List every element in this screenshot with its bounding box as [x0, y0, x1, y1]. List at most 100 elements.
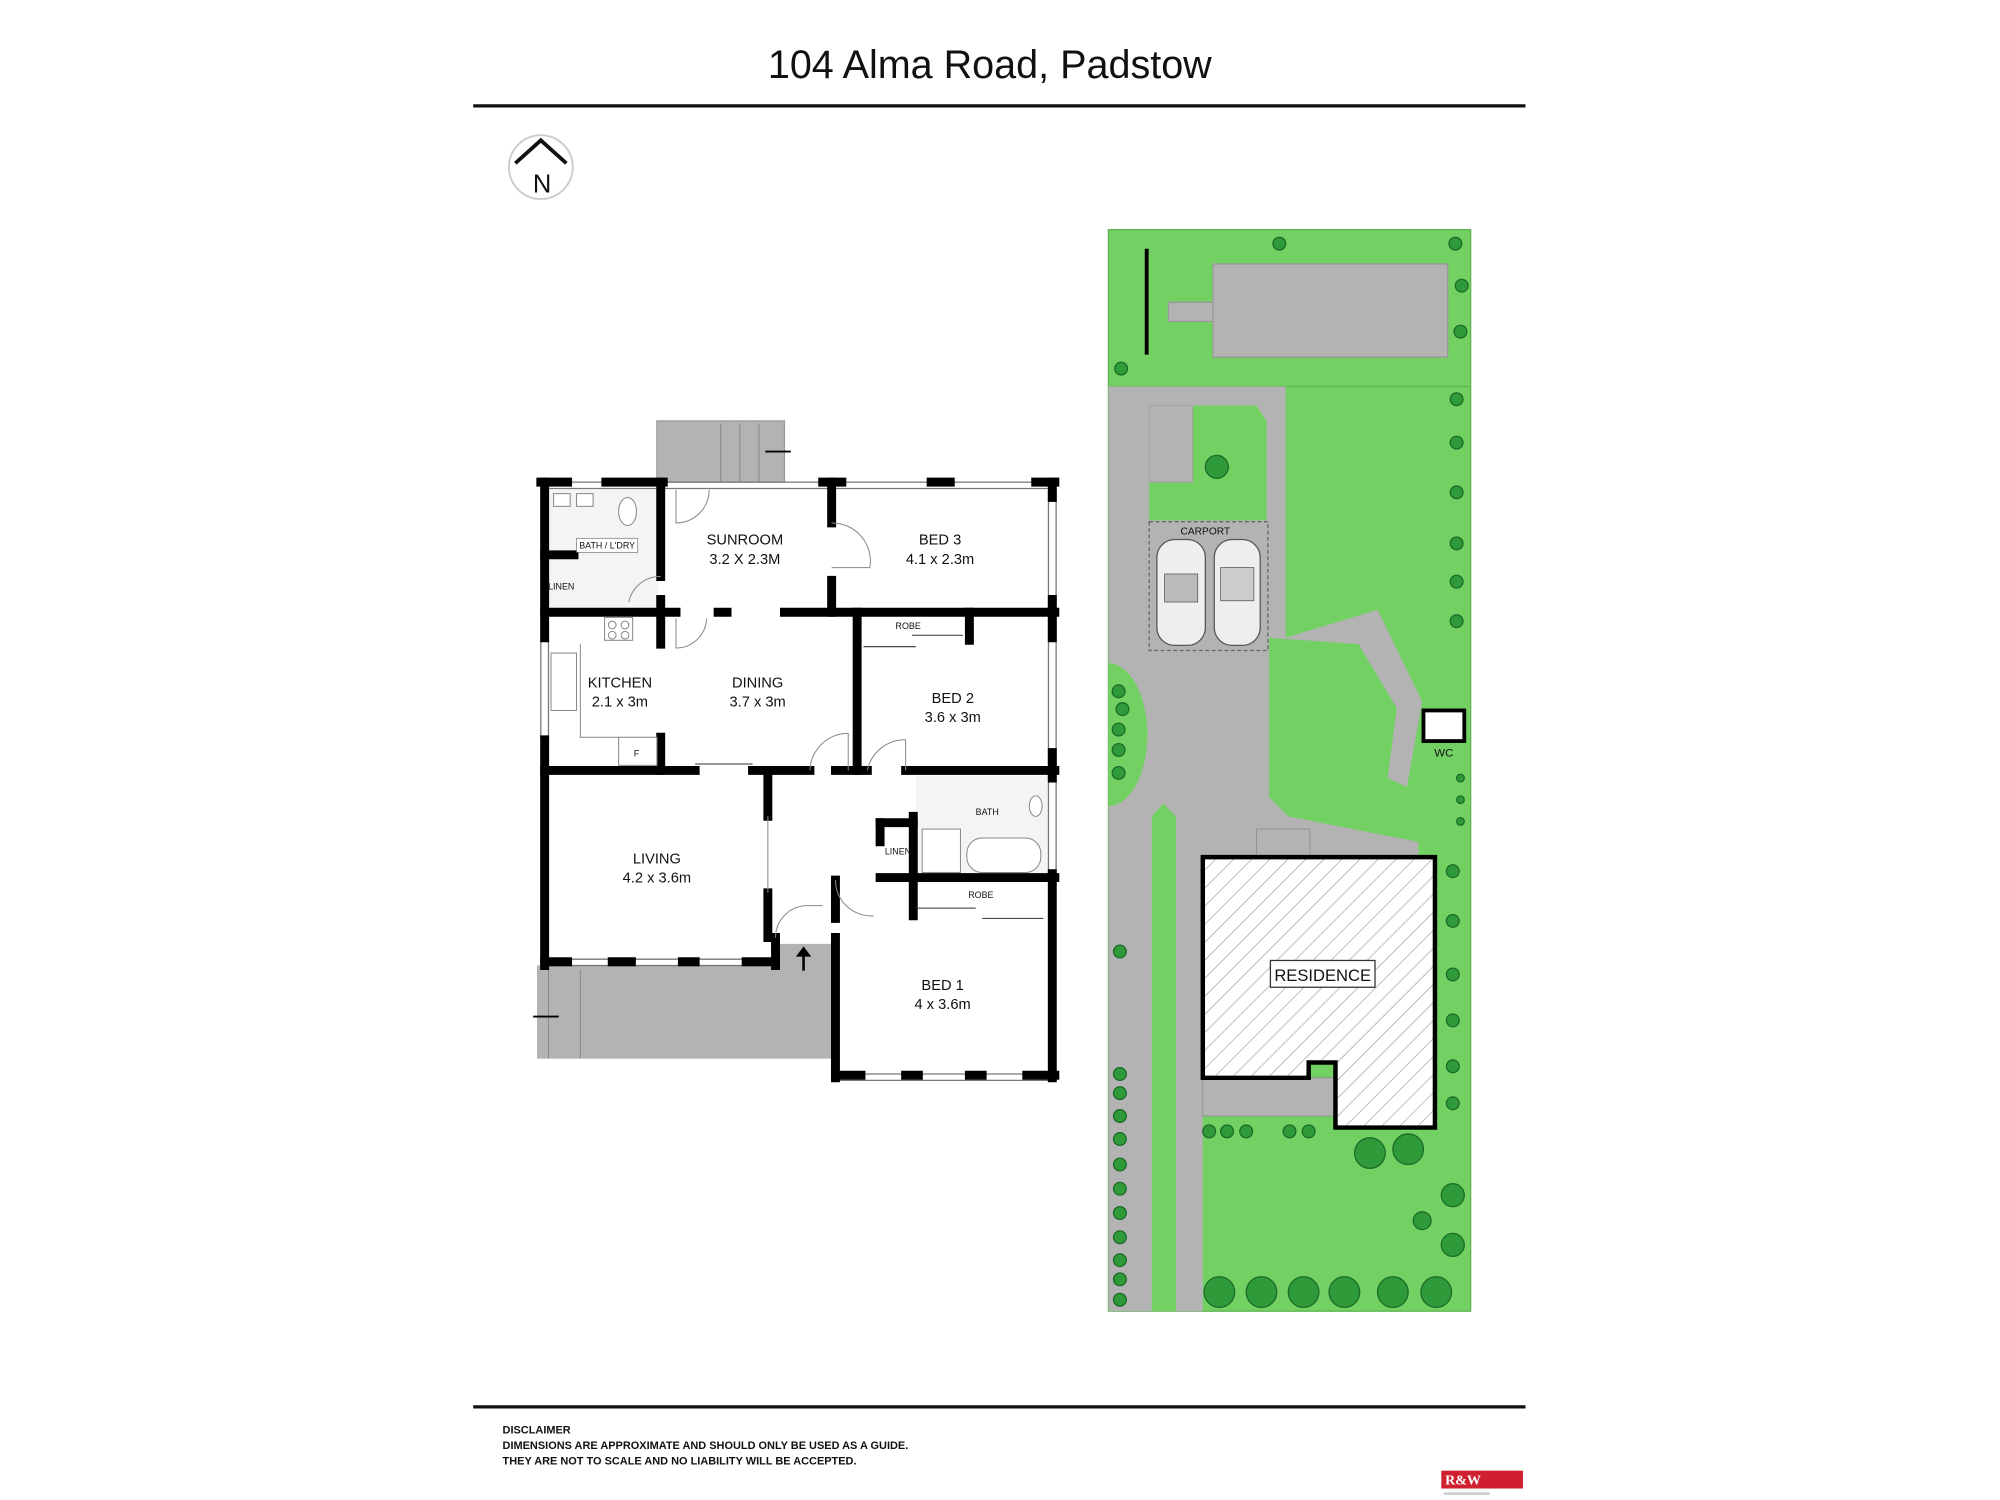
tree-icon — [1204, 454, 1229, 479]
house-floor-plan: SUNROOM 3.2 X 2.3M BED 3 4.1 x 2.3m BATH… — [533, 420, 1060, 1083]
tree-icon — [1445, 864, 1460, 879]
room-name-living: LIVING — [633, 852, 681, 868]
robe-doors — [695, 634, 1044, 919]
tree-icon — [1301, 1124, 1316, 1139]
tree-icon — [1111, 742, 1126, 758]
tree-icon — [1455, 816, 1465, 826]
tree-icon — [1448, 236, 1463, 251]
tree-icon — [1115, 702, 1130, 717]
tree-icon — [1111, 765, 1126, 780]
entry-arrow-icon — [795, 946, 812, 971]
tree-icon — [1220, 1124, 1235, 1139]
front-porch — [536, 943, 832, 1059]
disclaimer-heading: DISCLAIMER — [503, 1425, 571, 1437]
walls — [536, 477, 1060, 1083]
room-size-living: 4.2 x 3.6m — [623, 871, 691, 887]
car-icon — [1156, 538, 1206, 647]
tree-icon — [1455, 795, 1465, 805]
tree-icon — [1455, 773, 1465, 783]
agency-logo: R&W — [1441, 1470, 1523, 1495]
disclaimer-line-1: DIMENSIONS ARE APPROXIMATE AND SHOULD ON… — [503, 1440, 909, 1452]
wc-building — [1421, 708, 1467, 743]
tree-icon — [1353, 1137, 1386, 1170]
tree-icon — [1111, 684, 1126, 699]
north-arrow-icon: N — [507, 134, 574, 200]
tree-icon — [1412, 1211, 1432, 1231]
tree-icon — [1203, 1276, 1236, 1309]
room-name-dining: DINING — [732, 676, 783, 692]
room-size-kitchen: 2.1 x 3m — [592, 695, 648, 711]
room-name-robe-1: ROBE — [896, 621, 921, 631]
tree-icon — [1112, 1230, 1127, 1245]
tree-icon — [1449, 435, 1464, 450]
residence-footprint — [1200, 854, 1438, 1130]
room-name-bed1: BED 1 — [921, 978, 963, 994]
tree-icon — [1112, 1272, 1127, 1287]
carport-label: CARPORT — [1181, 526, 1231, 537]
tree-icon — [1445, 1059, 1460, 1074]
tree-icon — [1449, 574, 1464, 589]
tree-icon — [1112, 1157, 1127, 1172]
page-title: 104 Alma Road, Padstow — [768, 43, 1212, 87]
residence-label: RESIDENCE — [1274, 966, 1371, 985]
north-label: N — [533, 171, 551, 199]
fridge-label: F — [634, 748, 640, 758]
wc-label: WC — [1434, 747, 1453, 759]
site-plan: CARPORT WC RESIDENCE — [1107, 228, 1472, 1312]
room-size-bed3: 4.1 x 2.3m — [906, 552, 974, 568]
room-name-linen-1: LINEN — [548, 581, 574, 591]
tree-icon — [1245, 1276, 1278, 1309]
door-swings — [628, 489, 907, 938]
room-name-robe-2: ROBE — [968, 890, 993, 900]
room-size-bed1: 4 x 3.6m — [914, 997, 970, 1013]
tree-icon — [1449, 485, 1464, 500]
logo-text: R&W — [1445, 1473, 1481, 1489]
tree-icon — [1440, 1232, 1465, 1258]
tree-icon — [1449, 614, 1464, 629]
tree-icon — [1445, 913, 1460, 928]
tree-icon — [1112, 1253, 1127, 1268]
tree-icon — [1114, 361, 1129, 376]
room-name-kitchen: KITCHEN — [588, 676, 652, 692]
tree-icon — [1392, 1133, 1425, 1166]
room-name-bath-laundry: BATH / L'DRY — [579, 540, 635, 550]
tree-icon — [1449, 536, 1464, 551]
tree-icon — [1272, 236, 1287, 251]
tree-icon — [1112, 1181, 1127, 1196]
tree-icon — [1282, 1124, 1297, 1139]
tree-icon — [1453, 324, 1468, 339]
room-name-sunroom: SUNROOM — [707, 533, 784, 549]
room-name-bed3: BED 3 — [919, 533, 961, 549]
tree-icon — [1111, 722, 1126, 737]
tree-icon — [1454, 278, 1469, 293]
rear-shed — [1212, 263, 1449, 358]
tree-icon — [1112, 1066, 1127, 1081]
tree-icon — [1328, 1276, 1361, 1309]
room-name-bed2: BED 2 — [932, 691, 974, 707]
room-name-bath: BATH — [976, 807, 999, 817]
tree-icon — [1112, 1205, 1127, 1221]
room-name-linen-2: LINEN — [885, 847, 911, 857]
room-size-sunroom: 3.2 X 2.3M — [709, 552, 780, 568]
tree-icon — [1112, 1109, 1127, 1124]
trees — [1111, 236, 1469, 1309]
tree-icon — [1440, 1183, 1465, 1208]
car-icon — [1213, 538, 1261, 647]
tree-icon — [1420, 1276, 1453, 1309]
tree-icon — [1202, 1124, 1217, 1139]
tree-icon — [1239, 1124, 1254, 1139]
tree-icon — [1376, 1276, 1409, 1309]
disclaimer-line-2: THEY ARE NOT TO SCALE AND NO LIABILITY W… — [503, 1455, 857, 1467]
tree-icon — [1112, 1292, 1127, 1307]
tree-icon — [1445, 967, 1460, 982]
tree-icon — [1445, 1096, 1460, 1111]
tree-icon — [1112, 1132, 1127, 1147]
room-size-bed2: 3.6 x 3m — [925, 710, 981, 726]
room-size-dining: 3.7 x 3m — [730, 695, 786, 711]
tree-icon — [1449, 392, 1464, 407]
tree-icon — [1112, 944, 1127, 959]
tree-icon — [1287, 1276, 1320, 1309]
tree-icon — [1445, 1013, 1460, 1028]
tree-icon — [1112, 1086, 1127, 1101]
